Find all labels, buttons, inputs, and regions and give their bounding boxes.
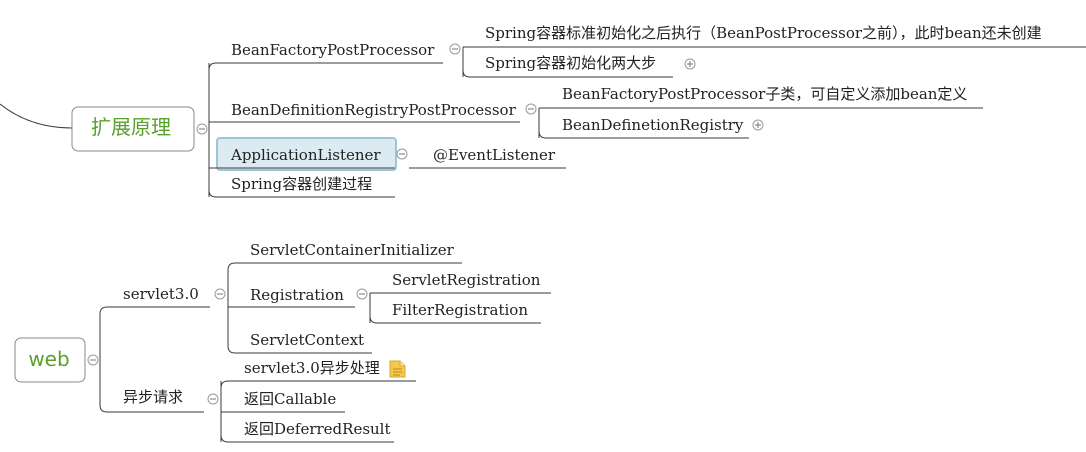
bdrpp-collapse-toggle[interactable] xyxy=(525,103,537,115)
creation-node[interactable]: Spring容器创建过程 xyxy=(208,175,395,198)
registration-node[interactable]: Registration xyxy=(228,286,355,308)
listener-item-1-label[interactable]: @EventListener xyxy=(433,146,556,164)
web-branch: web servlet3.0 ServletContainerInitializ… xyxy=(14,241,551,443)
web-root-box[interactable] xyxy=(14,337,86,383)
bfpp-item-2-expand-toggle[interactable] xyxy=(684,58,696,70)
listener-label[interactable]: ApplicationListener xyxy=(230,146,381,164)
async-item-2[interactable]: 返回Callable xyxy=(221,390,345,413)
bfpp-collapse-toggle[interactable] xyxy=(449,43,461,55)
async-node[interactable]: 异步请求 xyxy=(99,388,204,413)
bdrpp-item-1[interactable]: BeanFactoryPostProcessor子类，可自定义添加bean定义 xyxy=(539,85,983,109)
async-collapse-toggle[interactable] xyxy=(207,393,219,405)
registration-item-2-label[interactable]: FilterRegistration xyxy=(392,301,528,319)
creation-label[interactable]: Spring容器创建过程 xyxy=(231,175,372,193)
registration-item-1-label[interactable]: ServletRegistration xyxy=(392,271,541,289)
bfpp-item-2[interactable]: Spring容器初始化两大步 xyxy=(462,54,673,78)
listener-item-1[interactable]: @EventListener xyxy=(409,146,566,169)
extension-root-label[interactable]: 扩展原理 xyxy=(91,115,171,139)
note-icon[interactable] xyxy=(389,360,406,378)
bdrpp-item-2-expand-toggle[interactable] xyxy=(752,119,764,131)
async-label[interactable]: 异步请求 xyxy=(123,388,183,406)
web-root-label[interactable]: web xyxy=(28,347,69,371)
extension-collapse-toggle[interactable] xyxy=(196,123,208,135)
servlet-initializer-node[interactable]: ServletContainerInitializer xyxy=(227,241,462,271)
registration-item-2[interactable]: FilterRegistration xyxy=(369,301,541,324)
bfpp-item-1[interactable]: Spring容器标准初始化之后执行（BeanPostProcessor之前），此… xyxy=(463,24,1086,48)
listener-node[interactable]: ApplicationListener xyxy=(209,137,397,171)
servlet-context-node[interactable]: ServletContext xyxy=(227,331,372,354)
bfpp-item-2-label[interactable]: Spring容器初始化两大步 xyxy=(485,54,656,72)
web-collapse-toggle[interactable] xyxy=(87,354,99,366)
async-item-3-label[interactable]: 返回DeferredResult xyxy=(244,420,391,438)
web-root-node[interactable]: web xyxy=(14,337,86,383)
listener-collapse-toggle[interactable] xyxy=(396,148,408,160)
registration-item-1[interactable]: ServletRegistration xyxy=(370,271,551,294)
async-item-3[interactable]: 返回DeferredResult xyxy=(220,420,394,443)
bdrpp-item-2[interactable]: BeanDefinetionRegistry xyxy=(538,116,749,139)
bdrpp-item-1-label[interactable]: BeanFactoryPostProcessor子类，可自定义添加bean定义 xyxy=(562,85,967,103)
extension-root-box[interactable] xyxy=(71,106,195,152)
servlet3-collapse-toggle[interactable] xyxy=(214,288,226,300)
async-item-1-label[interactable]: servlet3.0异步处理 xyxy=(244,359,380,377)
listener-selection-box[interactable] xyxy=(216,137,397,171)
async-item-1[interactable]: servlet3.0异步处理 xyxy=(220,359,416,389)
extension-branch: 扩展原理 BeanFactoryPostProcessor Spring容器标准… xyxy=(0,24,1086,198)
extension-root-node[interactable]: 扩展原理 xyxy=(71,106,195,152)
registration-label[interactable]: Registration xyxy=(250,286,344,304)
bfpp-label[interactable]: BeanFactoryPostProcessor xyxy=(231,41,435,59)
bdrpp-item-2-label[interactable]: BeanDefinetionRegistry xyxy=(562,116,744,134)
servlet3-node[interactable]: servlet3.0 xyxy=(99,285,210,315)
bfpp-node[interactable]: BeanFactoryPostProcessor xyxy=(208,41,443,71)
parent-connector xyxy=(0,103,73,129)
bdrpp-node[interactable]: BeanDefinitionRegistryPostProcessor xyxy=(209,101,520,123)
servlet-initializer-label[interactable]: ServletContainerInitializer xyxy=(250,241,455,259)
servlet-context-label[interactable]: ServletContext xyxy=(250,331,364,349)
bfpp-item-1-label[interactable]: Spring容器标准初始化之后执行（BeanPostProcessor之前），此… xyxy=(485,24,1042,42)
bdrpp-label[interactable]: BeanDefinitionRegistryPostProcessor xyxy=(231,101,517,119)
async-item-2-label[interactable]: 返回Callable xyxy=(244,390,336,408)
registration-collapse-toggle[interactable] xyxy=(356,288,368,300)
servlet3-label[interactable]: servlet3.0 xyxy=(123,285,199,303)
